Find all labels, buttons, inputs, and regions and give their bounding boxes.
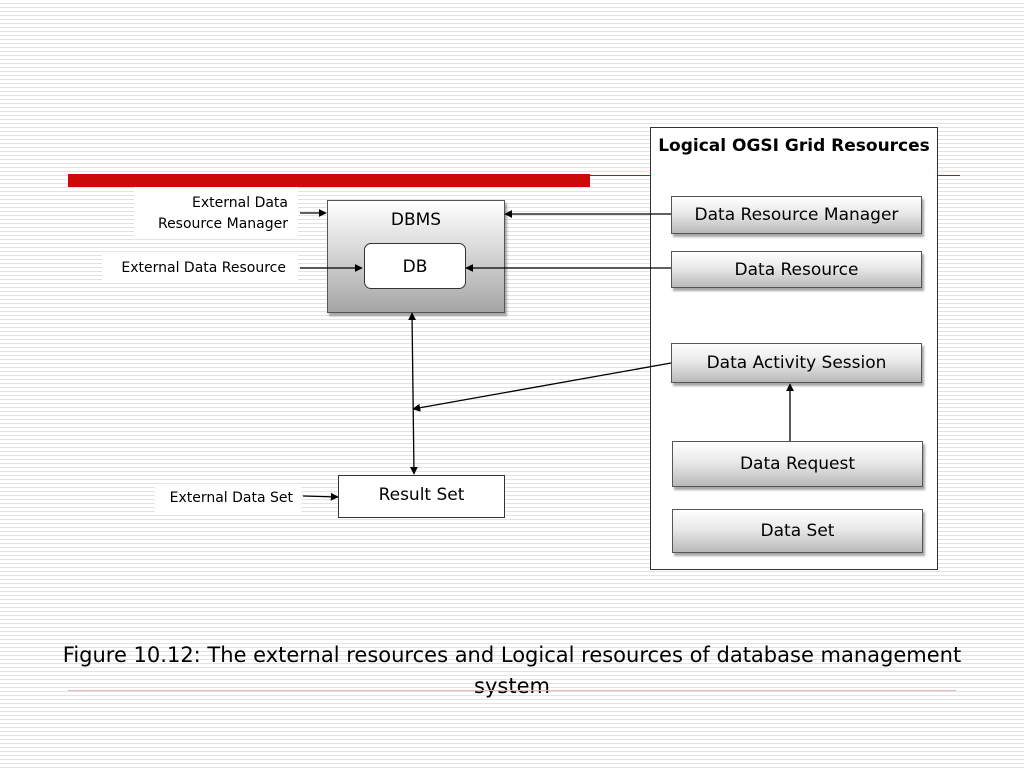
external-data-resource-label: External Data Resource bbox=[102, 255, 298, 283]
data-set-box: Data Set bbox=[672, 509, 923, 553]
data-resource-box: Data Resource bbox=[671, 251, 922, 288]
external-data-set-label: External Data Set bbox=[155, 485, 301, 513]
dbms-label: DBMS bbox=[390, 210, 442, 230]
figure-caption: Figure 10.12: The external resources and… bbox=[62, 643, 962, 698]
arrow-ext-ds-to-result-set bbox=[302, 492, 339, 501]
data-activity-session-box: Data Activity Session bbox=[671, 343, 922, 383]
panel-title: Logical OGSI Grid Resources bbox=[658, 136, 930, 156]
db-box: DB bbox=[364, 243, 466, 289]
arrow-dbms-result-set bbox=[408, 312, 418, 475]
title-accent-bar bbox=[68, 174, 590, 187]
arrow-session-to-link bbox=[412, 362, 672, 412]
result-set-box: Result Set bbox=[338, 475, 505, 518]
data-resource-manager-box: Data Resource Manager bbox=[671, 196, 922, 234]
footer-divider bbox=[68, 690, 956, 691]
external-data-resource-manager-label: External Data Resource Manager bbox=[134, 187, 298, 239]
data-request-box: Data Request bbox=[672, 441, 923, 487]
dbms-box: DBMS DB bbox=[327, 200, 505, 313]
